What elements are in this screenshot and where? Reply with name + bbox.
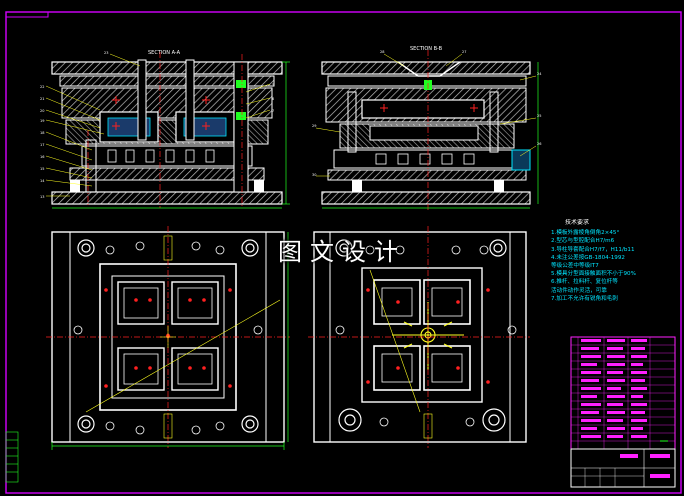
tech-requirement-item: 7.加工不允许有锐角和毛刺 xyxy=(551,295,618,302)
svg-text:24: 24 xyxy=(537,72,542,76)
svg-text:15: 15 xyxy=(40,167,44,171)
plan-view-fixed[interactable] xyxy=(46,226,290,450)
svg-text:25: 25 xyxy=(537,114,541,118)
tech-requirement-item: 2.型芯与型腔配合H7/m6 xyxy=(551,238,615,245)
top-left-tab xyxy=(5,11,49,18)
svg-text:16: 16 xyxy=(40,155,44,159)
title-block[interactable] xyxy=(570,336,676,488)
tech-requirement-item: 3.导柱导套配合H7/f7，H11/b11 xyxy=(551,246,635,253)
plan-view-moving[interactable] xyxy=(308,226,530,448)
section-b-title: SECTION B-B xyxy=(410,46,443,52)
section-a-title: SECTION A-A xyxy=(148,50,181,56)
svg-text:30: 30 xyxy=(312,173,316,177)
watermark-text: 图文设计 xyxy=(278,238,406,266)
drawing-border xyxy=(5,11,682,494)
tech-requirement-item: 等级公差中等级IT7 xyxy=(551,263,599,270)
technical-requirements: 技术要求 1.模板外露棱角倒角2×45° 2.型芯与型腔配合H7/m6 3.导柱… xyxy=(551,219,681,331)
section-a-view[interactable]: SECTION A-A xyxy=(40,50,290,209)
tech-requirement-item: 4.未注公差按GB-1804-1992 xyxy=(551,254,625,261)
svg-text:19: 19 xyxy=(40,119,44,123)
svg-text:7: 7 xyxy=(272,109,274,113)
svg-text:27: 27 xyxy=(462,50,466,54)
svg-text:29: 29 xyxy=(312,124,316,128)
svg-text:5: 5 xyxy=(272,83,274,87)
svg-text:26: 26 xyxy=(537,142,541,146)
svg-text:22: 22 xyxy=(40,85,44,89)
tech-requirement-item: 6.推杆、拉料杆、复位杆等 xyxy=(551,279,618,286)
tech-requirement-item: 5.模具分型面接触面积不小于90% xyxy=(551,271,636,278)
svg-text:21: 21 xyxy=(40,97,44,101)
svg-text:14: 14 xyxy=(40,179,45,183)
left-stamp-block xyxy=(5,431,19,483)
tech-requirement-item: 1.模板外露棱角倒角2×45° xyxy=(551,230,620,237)
tech-requirements-title: 技术要求 xyxy=(565,219,590,226)
svg-text:23: 23 xyxy=(104,51,108,55)
svg-text:28: 28 xyxy=(380,50,384,54)
svg-text:17: 17 xyxy=(40,143,44,147)
section-b-view[interactable]: SECTION B-B xyxy=(312,46,542,210)
svg-text:13: 13 xyxy=(40,195,44,199)
svg-text:20: 20 xyxy=(40,109,44,113)
svg-text:6: 6 xyxy=(272,97,274,101)
svg-text:18: 18 xyxy=(40,131,44,135)
tech-requirement-item: 活动件动作灵活，可靠 xyxy=(551,287,607,294)
